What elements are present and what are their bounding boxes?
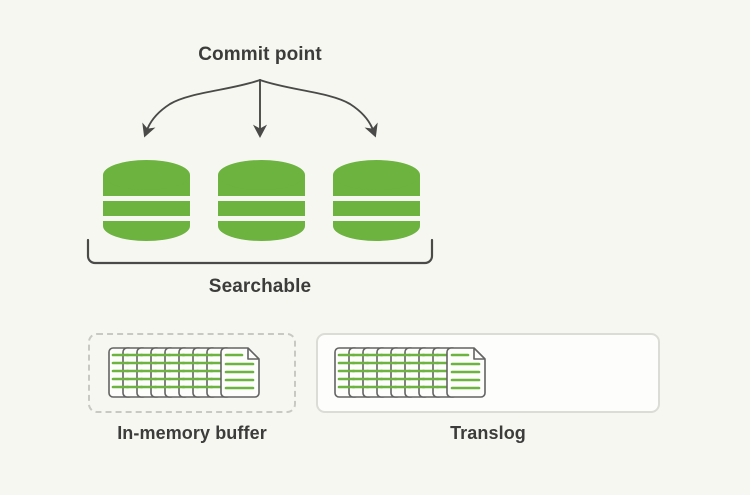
- translog-label: Translog: [450, 423, 526, 443]
- in-memory-buffer-label: In-memory buffer: [117, 423, 267, 443]
- database-cylinder-icon-3: [333, 160, 420, 242]
- searchable-label: Searchable: [208, 276, 312, 297]
- document-stack-icon-translog: [334, 347, 486, 398]
- page-title: Commit point: [198, 44, 322, 65]
- arrow-down-icon-left: [142, 79, 261, 138]
- database-cylinder-icon-2: [218, 160, 305, 242]
- arrow-down-icon-right: [259, 79, 378, 138]
- document-stack-icon-buffer: [108, 347, 260, 398]
- in-memory-buffer-box: [88, 333, 296, 413]
- database-cylinder-icon-1: [103, 160, 190, 242]
